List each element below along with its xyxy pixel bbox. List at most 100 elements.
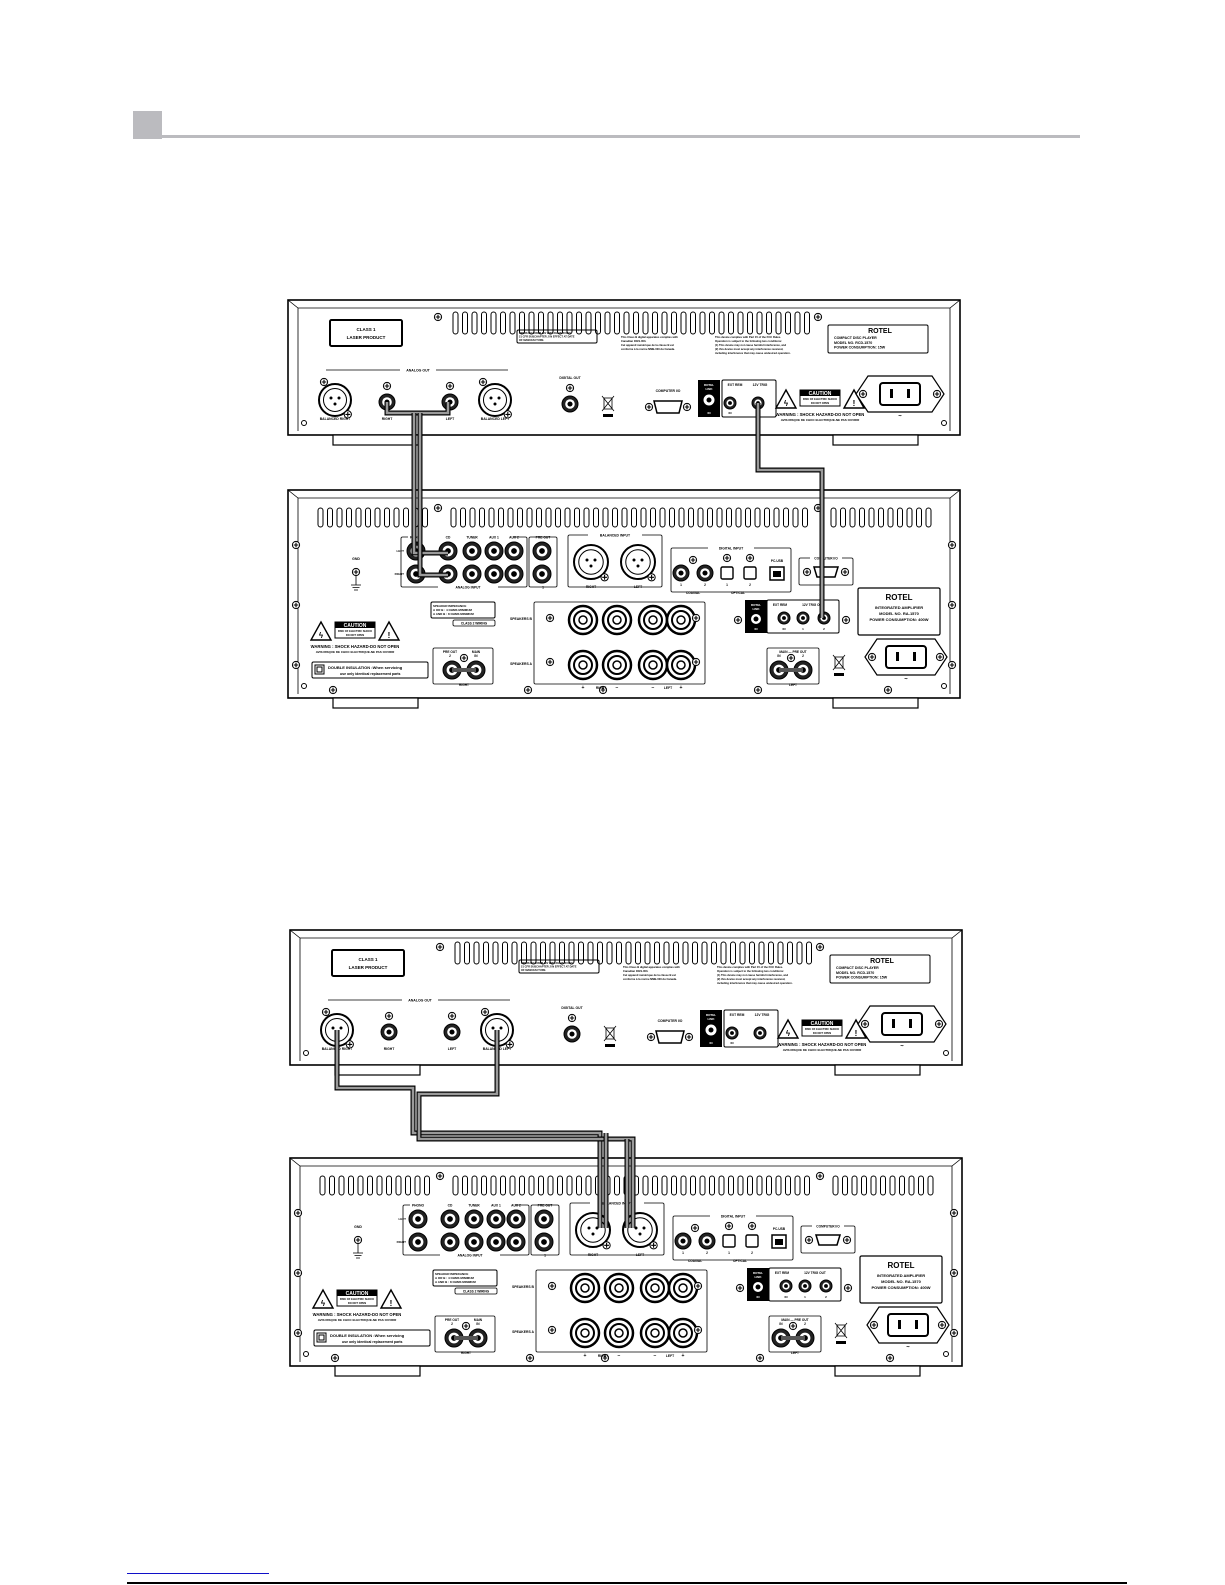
vent-slot [422, 507, 428, 528]
trigger-box [721, 379, 777, 418]
vent-slot [640, 507, 647, 528]
label: MODEL NO. RCD-1570 [834, 341, 872, 345]
usb-port-inner [775, 1239, 783, 1245]
vent-slot [773, 507, 780, 528]
label-bg [810, 555, 842, 561]
label: OF MANUFACTURE. [519, 338, 544, 342]
label-bg [710, 1213, 756, 1219]
computer-io-port [646, 1030, 694, 1044]
class-b-text: conforme à la norme NMB-003 du Canada. [623, 977, 677, 981]
vent-slot [766, 311, 772, 335]
speaker-a-post [567, 649, 599, 681]
post-center [678, 1328, 688, 1338]
vent-slot [842, 1175, 848, 1196]
screw-slot [951, 1210, 957, 1216]
weee-bin-icon [601, 395, 615, 417]
vent-slot [393, 507, 400, 528]
rca-input-right [486, 1232, 506, 1252]
vent-slot [735, 507, 742, 528]
screw-slot [507, 1042, 513, 1047]
rca-pin [801, 616, 805, 620]
label: MODEL NO. RCD-1570 [836, 971, 874, 975]
screw-slot [295, 1210, 301, 1216]
screw-icon [321, 1007, 331, 1017]
vent-slot [585, 311, 592, 335]
warning-text-fr: AVIS:RISQUE DE CHOC ELECTRIQUE-NE PAS OU… [781, 418, 860, 422]
screw-slot [547, 659, 553, 665]
exclaim: ϟ [319, 631, 324, 640]
vent-slot [680, 1175, 687, 1196]
screw-slot [949, 602, 955, 608]
label: 21 CFR SUBCHAPTER J IN EFFECT AT DATE [521, 965, 577, 969]
rotel-link-label: ROTEL [753, 1271, 763, 1275]
screw-icon [602, 1241, 611, 1250]
vent-slot [481, 1175, 487, 1196]
xlr-input-left [620, 544, 656, 582]
bar [605, 1044, 615, 1047]
screw-icon [935, 652, 945, 662]
vent-slot [338, 1175, 345, 1196]
label: MAIN [474, 1318, 483, 1322]
vent-slot [319, 1175, 326, 1196]
label: 2 [804, 1322, 806, 1326]
screw-slot [686, 1034, 692, 1040]
brand-logo: ROTEL [868, 328, 892, 335]
vent-slot [897, 507, 903, 528]
screw-icon [722, 553, 732, 563]
ac-symbol: ~ [900, 1044, 904, 1050]
vent-slot [528, 311, 535, 335]
label: LEFT [636, 1253, 644, 1257]
vent-slot [578, 941, 584, 965]
vent-slot [718, 311, 725, 335]
triangle [379, 1288, 403, 1309]
ac-power-inlet: ~ [864, 638, 948, 683]
screw-slot [842, 569, 848, 575]
xlr-face [578, 549, 604, 575]
rca-pin [541, 1239, 547, 1245]
laser-label [329, 319, 403, 347]
warning-text: WARNING : SHOCK HAZARD-DO NOT OPEN [313, 1312, 402, 1317]
vent-slot [756, 311, 763, 335]
vent-slot [545, 507, 552, 528]
xlr-cable-left [417, 1030, 635, 1228]
label: CLASS 1 [358, 957, 378, 962]
screw-icon [691, 613, 701, 623]
vent-slot [690, 1175, 696, 1196]
label: ANALOG OUT [408, 999, 432, 1003]
vent-slot [585, 1175, 592, 1196]
screw-slot [757, 1355, 763, 1361]
screw-icon [291, 660, 301, 670]
laser-label [331, 949, 405, 977]
screw-icon [461, 1321, 471, 1331]
jumper [452, 668, 476, 672]
label-bg [708, 545, 754, 551]
screw-icon [435, 1171, 445, 1181]
triangle [309, 620, 333, 641]
rotel-link-label: LINK [708, 1017, 716, 1021]
label: IN [729, 411, 732, 415]
vent-slot [654, 941, 660, 965]
footer-link-underline[interactable] [127, 1573, 269, 1574]
vent-slot [357, 1175, 364, 1196]
label: RISK OF ELECTRIC SHOCK [338, 629, 372, 633]
exclaim: ! [388, 631, 391, 640]
screw-icon [693, 1281, 703, 1291]
vent-slot [507, 507, 514, 528]
warning-text: WARNING : SHOCK HAZARD-DO NOT OPEN [778, 1042, 867, 1047]
screw-slot [817, 944, 823, 950]
speaker-a-post [639, 1317, 671, 1349]
label: PHONO [412, 1204, 425, 1208]
screw-icon [291, 600, 301, 610]
screw-slot [604, 1242, 609, 1248]
xlr-pin [640, 558, 644, 562]
rca-pin [803, 1284, 807, 1288]
label: PRE OUT [536, 536, 551, 540]
caution-header [800, 390, 840, 396]
screw-slot [527, 1355, 533, 1361]
ac-power-inlet: ~ [855, 375, 945, 420]
screw-slot [330, 687, 336, 693]
vent-slot [754, 507, 761, 528]
screw-slot [869, 654, 875, 660]
rca-pin [493, 1239, 499, 1245]
